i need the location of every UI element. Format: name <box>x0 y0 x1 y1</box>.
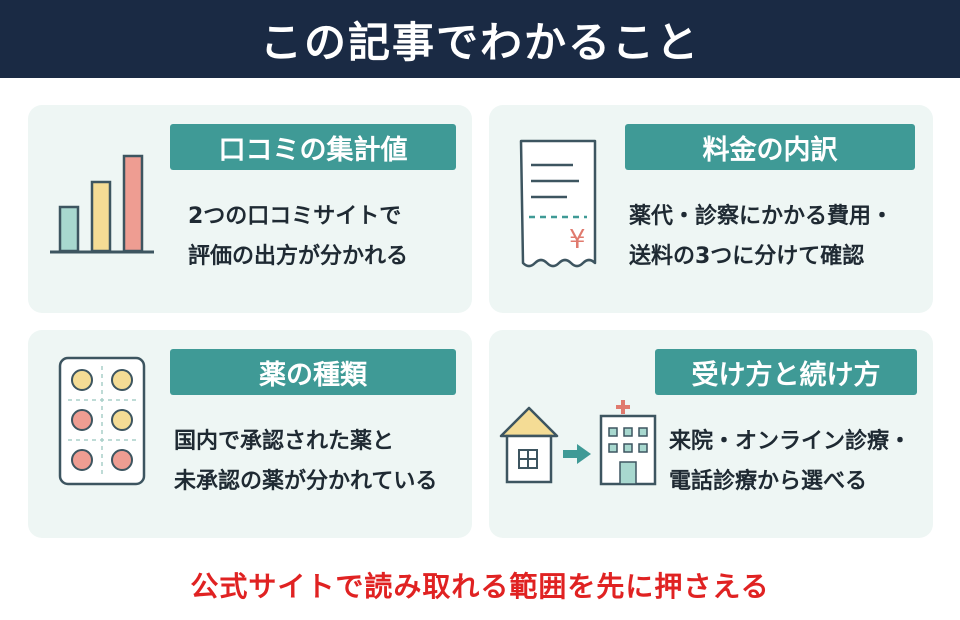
footer-note: 公式サイトで読み取れる範囲を先に押さえる <box>190 570 770 603</box>
card-description: 2つの口コミサイトで 評価の出方が分かれる <box>188 204 409 269</box>
card-drug-types: 薬の種類 国内で承認された薬と 未承認の薬が分かれている <box>28 330 472 538</box>
pill-pack-icon <box>58 356 146 486</box>
card-label: 料金の内訳 <box>625 124 915 170</box>
card-description: 国内で承認された薬と 未承認の薬が分かれている <box>174 429 438 494</box>
bar-chart-icon <box>50 154 154 254</box>
house-icon <box>499 406 559 484</box>
page-title: この記事でわかること <box>259 17 700 67</box>
card-description: 来院・オンライン診療・ 電話診療から選べる <box>669 429 912 494</box>
card-consultation: 受け方と続け方 来院・オンライン診療・ 電話診療から選べる <box>489 330 933 538</box>
card-reviews: 口コミの集計値 2つの口コミサイトで 評価の出方が分かれる <box>28 105 472 313</box>
header-banner: この記事でわかること <box>0 0 960 78</box>
card-description: 薬代・診察にかかる費用・ 送料の3つに分けて確認 <box>629 204 894 269</box>
card-fees: ¥ 料金の内訳 薬代・診察にかかる費用・ 送料の3つに分けて確認 <box>489 105 933 313</box>
receipt-icon: ¥ <box>519 139 597 268</box>
svg-text:¥: ¥ <box>569 225 586 255</box>
card-label: 口コミの集計値 <box>170 124 456 170</box>
card-label: 受け方と続け方 <box>655 349 917 395</box>
arrow-right-icon <box>563 444 591 464</box>
hospital-icon <box>599 400 657 486</box>
card-label: 薬の種類 <box>170 349 456 395</box>
